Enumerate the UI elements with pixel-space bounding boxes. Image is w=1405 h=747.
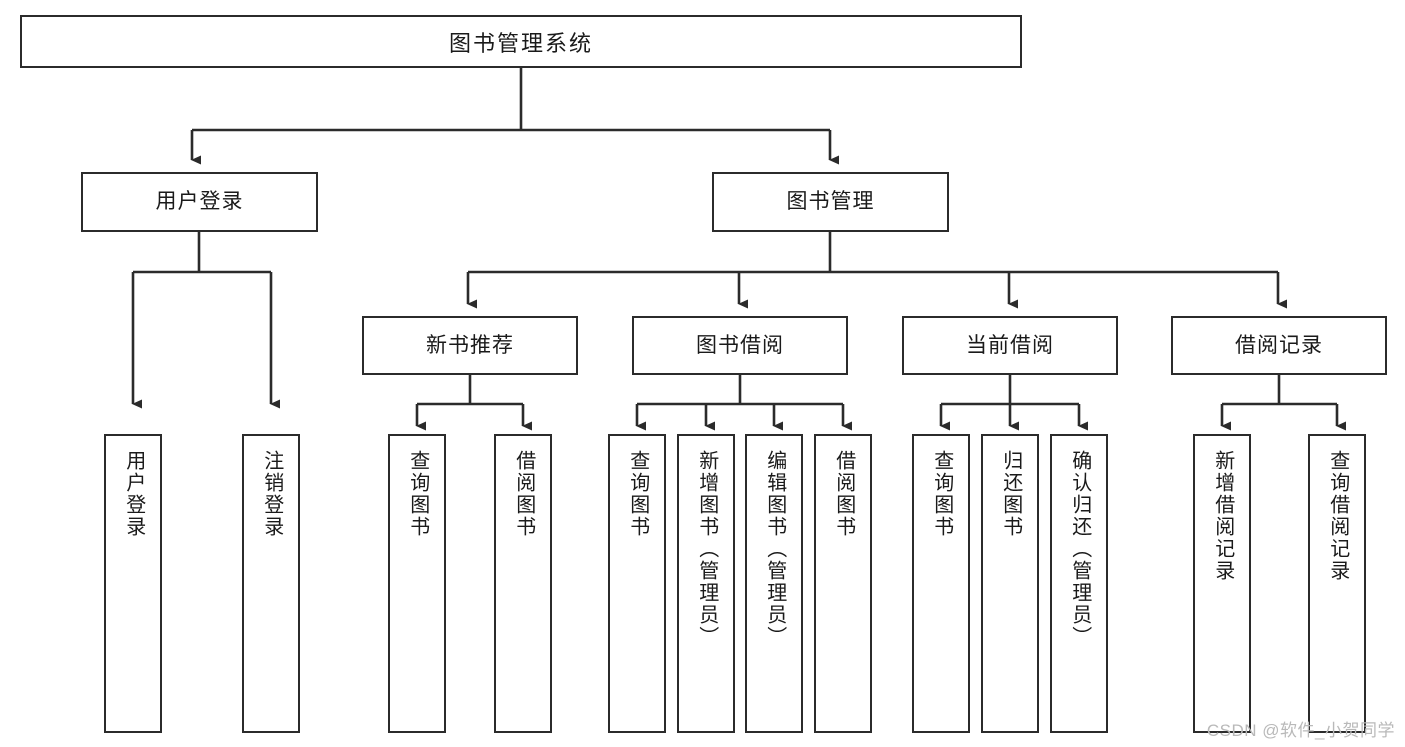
node-label: 新增借阅记录 [1211,450,1234,582]
node-label: 确认归还（管理员） [1068,450,1091,648]
leaf-user-login[interactable]: 用户登录 [104,434,162,733]
node-label: 用户登录 [155,190,244,214]
leaf-user-logout[interactable]: 注销登录 [242,434,300,733]
node-label: 用户登录 [122,450,145,538]
node-new-book-recommend[interactable]: 新书推荐 [362,316,578,375]
leaf-add-book-admin[interactable]: 新增图书（管理员） [677,434,735,733]
node-label: 图书借阅 [696,333,784,357]
leaf-return-book[interactable]: 归还图书 [981,434,1039,733]
node-borrow-records[interactable]: 借阅记录 [1171,316,1387,375]
leaf-query-book-current[interactable]: 查询图书 [912,434,970,733]
node-label: 新增图书（管理员） [695,450,718,648]
node-label: 归还图书 [999,450,1022,538]
node-label: 查询图书 [406,450,429,538]
leaf-add-borrow-record[interactable]: 新增借阅记录 [1193,434,1251,733]
leaf-query-borrow-record[interactable]: 查询借阅记录 [1308,434,1366,733]
node-current-borrow[interactable]: 当前借阅 [902,316,1118,375]
leaf-borrow-book-recommend[interactable]: 借阅图书 [494,434,552,733]
node-label: 新书推荐 [426,333,514,357]
node-label: 借阅图书 [512,450,535,538]
leaf-borrow-book[interactable]: 借阅图书 [814,434,872,733]
leaf-query-book-borrow[interactable]: 查询图书 [608,434,666,733]
node-label: 图书管理 [786,190,875,214]
node-book-management[interactable]: 图书管理 [712,172,949,232]
leaf-confirm-return-admin[interactable]: 确认归还（管理员） [1050,434,1108,733]
watermark: CSDN @软件_小贺同学 [1206,721,1395,740]
node-label: 编辑图书（管理员） [763,450,786,648]
leaf-edit-book-admin[interactable]: 编辑图书（管理员） [745,434,803,733]
node-book-borrow[interactable]: 图书借阅 [632,316,848,375]
leaf-query-book-recommend[interactable]: 查询图书 [388,434,446,733]
node-root-book-management-system[interactable]: 图书管理系统 [20,15,1022,68]
node-label: 注销登录 [260,450,283,538]
node-label: 当前借阅 [966,333,1054,357]
node-user-login[interactable]: 用户登录 [81,172,318,232]
node-label: 查询图书 [930,450,953,538]
node-label: 查询借阅记录 [1326,450,1349,582]
node-label: 借阅图书 [832,450,855,538]
node-label: 借阅记录 [1235,333,1323,357]
node-label: 查询图书 [626,450,649,538]
node-label: 图书管理系统 [448,30,593,56]
